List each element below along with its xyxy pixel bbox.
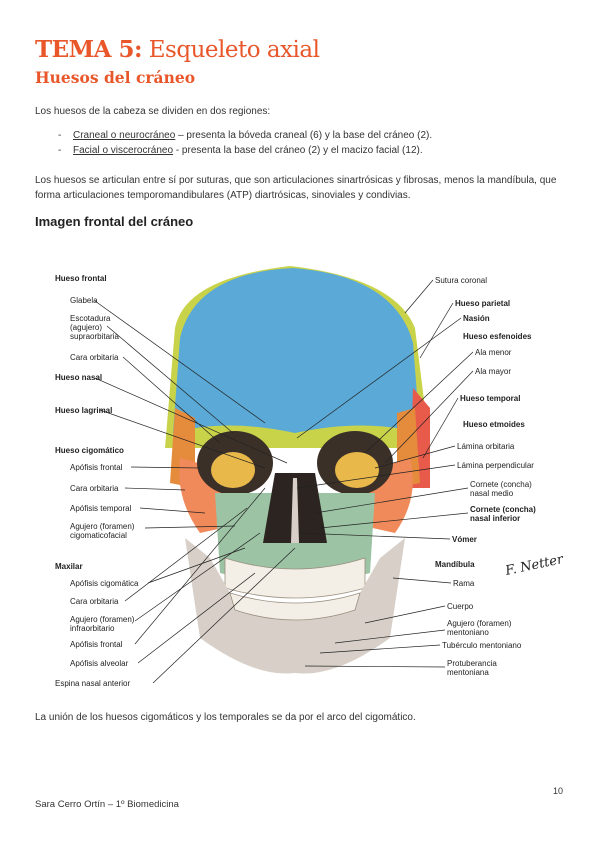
label-hueso-temporal: Hueso temporal — [460, 394, 521, 403]
ethmoid-right-shape — [335, 452, 379, 488]
label-lamina-orbitaria: Lámina orbitaria — [457, 442, 515, 451]
label-protuberancia: Protuberancia mentoniana — [447, 659, 497, 677]
desc-facial: - presenta la base del cráneo (2) y el m… — [173, 145, 423, 156]
skull-illustration: Hueso frontal Glabela Escotadura (agujer… — [35, 258, 565, 698]
label-cuerpo: Cuerpo — [447, 602, 474, 611]
joints-paragraph: Los huesos se articulan entre sí por sut… — [35, 175, 557, 201]
figure-title: Imagen frontal del cráneo — [35, 214, 194, 229]
list-item: Facial o viscerocráneo - presenta la bas… — [58, 143, 432, 158]
footer-author: Sara Cerro Ortín – 1º Biomedicina — [35, 799, 179, 810]
label-apofisis-alveolar: Apófisis alveolar — [70, 659, 129, 668]
label-cornete-inferior: Cornete (concha) nasal inferior — [470, 505, 536, 523]
title-text: Esqueleto axial — [148, 37, 320, 63]
label-glabela: Glabela — [70, 296, 98, 305]
label-hueso-parietal: Hueso parietal — [455, 299, 511, 308]
label-hueso-lagrimal: Hueso lagrimal — [55, 406, 113, 415]
label-agujero-mentoniano: Agujero (foramen) mentoniano — [447, 619, 512, 637]
label-rama: Rama — [453, 579, 475, 588]
term-craneal: Craneal o neurocráneo — [73, 130, 176, 141]
frontal-bone-shape — [173, 268, 420, 433]
label-hueso-esfenoides: Hueso esfenoides — [463, 332, 532, 341]
section-heading: Huesos del cráneo — [35, 68, 196, 87]
regions-list: Craneal o neurocráneo – presenta la bóve… — [58, 128, 432, 158]
label-maxilar: Maxilar — [55, 562, 83, 571]
label-tuberculo-mentoniano: Tubérculo mentoniano — [442, 641, 522, 650]
label-ala-mayor: Ala mayor — [475, 367, 512, 376]
leader-lines — [94, 279, 474, 684]
desc-craneal: – presenta la bóveda craneal (6) y la ba… — [175, 130, 433, 141]
label-apofisis-temporal: Apófisis temporal — [70, 504, 132, 513]
label-apofisis-frontal: Apófisis frontal — [70, 463, 123, 472]
label-cornete-medio: Cornete (concha) nasal medio — [470, 480, 532, 498]
label-sutura-coronal: Sutura coronal — [435, 276, 488, 285]
term-facial: Facial o viscerocráneo — [73, 145, 174, 156]
label-hueso-nasal: Hueso nasal — [55, 373, 103, 382]
skull-svg — [94, 266, 474, 684]
label-espina-nasal: Espina nasal anterior — [55, 679, 131, 688]
mandible-shape — [185, 538, 405, 674]
label-hueso-frontal: Hueso frontal — [55, 274, 107, 283]
vomer-shape — [291, 478, 299, 543]
label-ala-menor: Ala menor — [475, 348, 512, 357]
label-cara-orbitaria-2: Cara orbitaria — [70, 484, 119, 493]
label-hueso-cigomatico: Hueso cigomático — [55, 446, 124, 455]
label-mandibula: Mandíbula — [435, 560, 475, 569]
list-item: Craneal o neurocráneo – presenta la bóve… — [58, 128, 432, 143]
label-escotadura: Escotadura (agujero) supraorbitaria — [70, 314, 119, 341]
label-hueso-etmoides: Hueso etmoides — [463, 420, 525, 429]
upper-teeth-shape — [224, 557, 366, 599]
label-agujero-infraorbitario: Agujero (foramen) infraorbitario — [70, 615, 135, 633]
label-nasion: Nasión — [463, 314, 490, 323]
label-vomer: Vómer — [452, 535, 477, 544]
page-number: 10 — [553, 786, 564, 796]
title-prefix: TEMA 5: — [35, 36, 142, 63]
page-title: TEMA 5: Esqueleto axial — [35, 36, 320, 63]
intro-paragraph: Los huesos de la cabeza se dividen en do… — [35, 106, 271, 117]
label-apofisis-cigomatica: Apófisis cigomática — [70, 579, 139, 588]
label-cara-orbitaria-3: Cara orbitaria — [70, 597, 119, 606]
label-apofisis-frontal-2: Apófisis frontal — [70, 640, 123, 649]
ethmoid-left-shape — [211, 452, 255, 488]
label-lamina-perpendicular: Lámina perpendicular — [457, 461, 534, 470]
closing-paragraph: La unión de los huesos cigomáticos y los… — [35, 712, 416, 723]
label-cara-orbitaria: Cara orbitaria — [70, 353, 119, 362]
lower-teeth-shape — [229, 592, 361, 621]
label-agujero-cigomatico: Agujero (foramen) cigomaticofacial — [70, 522, 135, 540]
